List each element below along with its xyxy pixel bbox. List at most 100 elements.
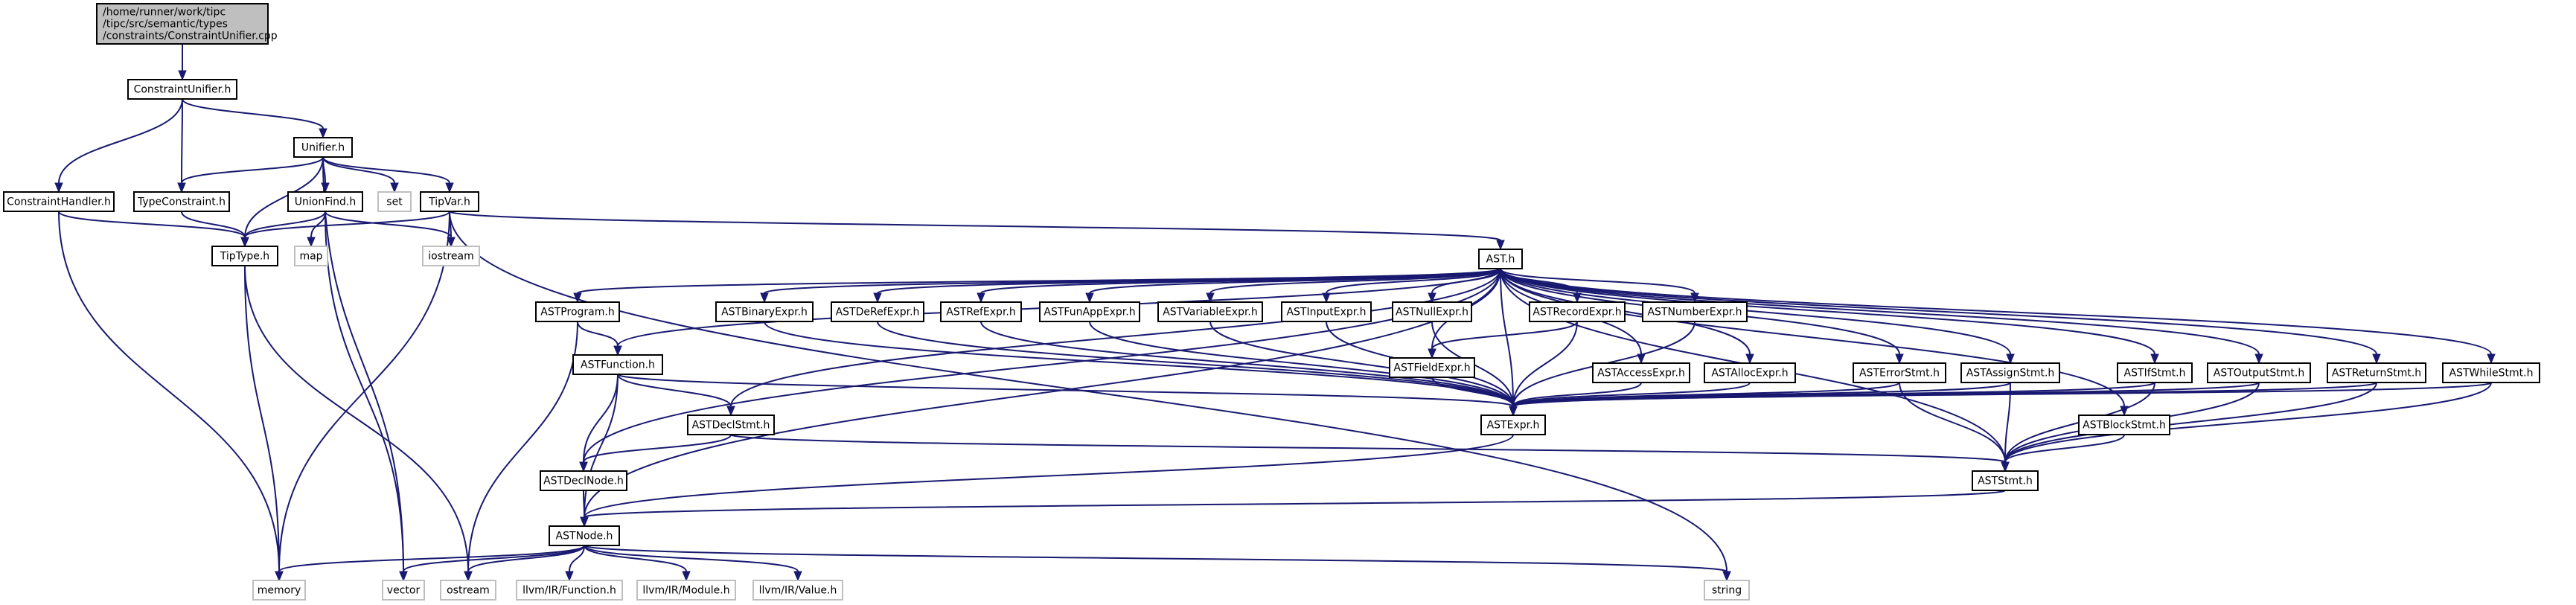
edge-line <box>403 545 585 572</box>
node-astnullexpr-h[interactable]: ASTNullExpr.h <box>1392 301 1472 322</box>
edge-line <box>1512 382 1642 407</box>
node-box <box>1281 301 1372 322</box>
node-memory: memory <box>252 580 306 601</box>
node-astfunappexpr-h[interactable]: ASTFunAppExpr.h <box>1039 301 1140 322</box>
node-box <box>1478 249 1523 269</box>
node-box <box>1704 580 1750 601</box>
edge-line <box>1431 377 1514 407</box>
node-constrainthandler-h[interactable]: ConstraintHandler.h <box>3 191 115 212</box>
node-astwhilestmt-h[interactable]: ASTWhileStmt.h <box>2442 362 2540 383</box>
node-astprogram-h[interactable]: ASTProgram.h <box>535 301 620 322</box>
node-label: ConstraintHandler.h <box>7 196 111 208</box>
node-label: ASTFunAppExpr.h <box>1043 307 1135 318</box>
edge-arrowhead <box>873 292 882 304</box>
node-label: UnionFind.h <box>295 196 356 208</box>
node-label: ASTWhileStmt.h <box>2449 368 2534 380</box>
node-astdeclnode-h[interactable]: ASTDeclNode.h <box>540 470 627 491</box>
edge-line <box>467 321 578 572</box>
node-ostream: ostream <box>440 580 496 601</box>
node-label: ASTAccessExpr.h <box>1597 368 1685 380</box>
node-astvariableexpr-h[interactable]: ASTVariableExpr.h <box>1157 301 1263 322</box>
node-astdeclstmt-h[interactable]: ASTDeclStmt.h <box>687 414 775 435</box>
edge-line <box>584 545 799 572</box>
include-edge-astprogram-h-to-astfunction-h <box>577 321 622 356</box>
edge-line <box>467 545 585 572</box>
node-box <box>293 137 353 158</box>
node-label: Unifier.h <box>301 142 345 154</box>
edge-line <box>181 156 324 184</box>
include-edge-astnode-h-to-string <box>584 545 1731 582</box>
include-edge-tiptype-h-to-memory <box>244 265 284 582</box>
include-edge-ast-h-to-astderefexpr-h <box>873 268 1501 304</box>
include-edge-tipvar-h-to-tiptype-h <box>240 211 450 248</box>
node-label: ostream <box>447 585 490 597</box>
include-edge-ast-h-to-astinputexpr-h <box>1322 268 1501 304</box>
edge-line <box>1512 382 2492 407</box>
node-box <box>752 580 843 601</box>
include-edge-ast-h-to-astfunappexpr-h <box>1085 268 1501 304</box>
node-astfunction-h[interactable]: ASTFunction.h <box>572 354 663 375</box>
node-astnode-h[interactable]: ASTNode.h <box>549 525 620 546</box>
node-astinputexpr-h[interactable]: ASTInputExpr.h <box>1281 301 1372 322</box>
node-astderefexpr-h[interactable]: ASTDeRefExpr.h <box>831 301 924 322</box>
node-unionfind-h[interactable]: UnionFind.h <box>287 191 363 212</box>
edge-arrowhead <box>565 571 574 582</box>
node-root[interactable]: /home/runner/work/tipc/tipc/src/semantic… <box>96 3 278 45</box>
node-label: ASTBinaryExpr.h <box>721 307 808 318</box>
edge-arrowhead <box>447 237 456 248</box>
edge-arrowhead <box>1322 292 1331 304</box>
node-astfieldexpr-h[interactable]: ASTFieldExpr.h <box>1389 357 1475 378</box>
node-label: ASTNullExpr.h <box>1396 307 1468 318</box>
include-edge-constrainthandler-h-to-memory <box>58 211 284 582</box>
node-astassignstmt-h[interactable]: ASTAssignStmt.h <box>1960 362 2060 383</box>
node-astrefexpr-h[interactable]: ASTRefExpr.h <box>940 301 1022 322</box>
node-label: ASTOutputStmt.h <box>2214 368 2304 380</box>
node-unifier-h[interactable]: Unifier.h <box>293 137 353 158</box>
node-label: /home/runner/work/tipc <box>103 7 226 19</box>
edge-line <box>1500 268 2377 355</box>
include-edge-astblockstmt-h-to-aststmt-h <box>2001 434 2125 473</box>
node-astoutputstmt-h[interactable]: ASTOutputStmt.h <box>2207 362 2311 383</box>
node-box <box>1960 362 2060 383</box>
node-astbinaryexpr-h[interactable]: ASTBinaryExpr.h <box>715 301 814 322</box>
node-box <box>535 301 620 322</box>
edges-layer <box>54 44 2496 582</box>
node-label: TipVar.h <box>428 196 470 208</box>
edge-line <box>2004 382 2492 463</box>
node-astifstmt-h[interactable]: ASTIfStmt.h <box>2117 362 2193 383</box>
node-tiptype-h[interactable]: TipType.h <box>211 246 278 266</box>
node-astallocexpr-h[interactable]: ASTAllocExpr.h <box>1704 362 1796 383</box>
edge-arrowhead <box>682 571 691 582</box>
node-astaccessexpr-h[interactable]: ASTAccessExpr.h <box>1592 362 1690 383</box>
include-edge-astnode-h-to-ostream <box>464 545 585 582</box>
node-astreturnstmt-h[interactable]: ASTReturnStmt.h <box>2327 362 2426 383</box>
node-box <box>294 246 328 266</box>
node-asterrorstmt-h[interactable]: ASTErrorStmt.h <box>1853 362 1946 383</box>
node-aststmt-h[interactable]: ASTStmt.h <box>1972 470 2039 491</box>
edge-arrowhead <box>580 516 589 528</box>
node-tipvar-h[interactable]: TipVar.h <box>420 191 479 212</box>
node-astrecordexpr-h[interactable]: ASTRecordExpr.h <box>1529 301 1626 322</box>
edge-line <box>325 211 452 238</box>
edge-line <box>1500 268 2492 355</box>
node-astexpr-h[interactable]: ASTExpr.h <box>1480 414 1546 435</box>
include-edge-unifier-h-to-tipvar-h <box>322 156 454 193</box>
include-edge-unionfind-h-to-vector <box>325 211 408 582</box>
edge-arrowhead <box>1745 353 1754 365</box>
node-constraintunifier-h[interactable]: ConstraintUnifier.h <box>127 79 237 100</box>
node-box <box>3 191 115 212</box>
node-box <box>2078 414 2170 435</box>
node-box <box>1157 301 1263 322</box>
edge-arrowhead <box>613 345 622 356</box>
node-box <box>1642 301 1748 322</box>
node-typeconstraint-h[interactable]: TypeConstraint.h <box>133 191 230 212</box>
node-astnumberexpr-h[interactable]: ASTNumberExpr.h <box>1642 301 1748 322</box>
edge-line <box>583 434 732 463</box>
edge-line <box>1209 268 1501 294</box>
edge-line <box>244 265 280 572</box>
node-ast-h[interactable]: AST.h <box>1478 249 1523 269</box>
include-edge-astnode-h-to-llvm-ir-function-h <box>565 545 585 582</box>
node-astblockstmt-h[interactable]: ASTBlockStmt.h <box>2078 414 2170 435</box>
edge-line <box>322 156 395 184</box>
